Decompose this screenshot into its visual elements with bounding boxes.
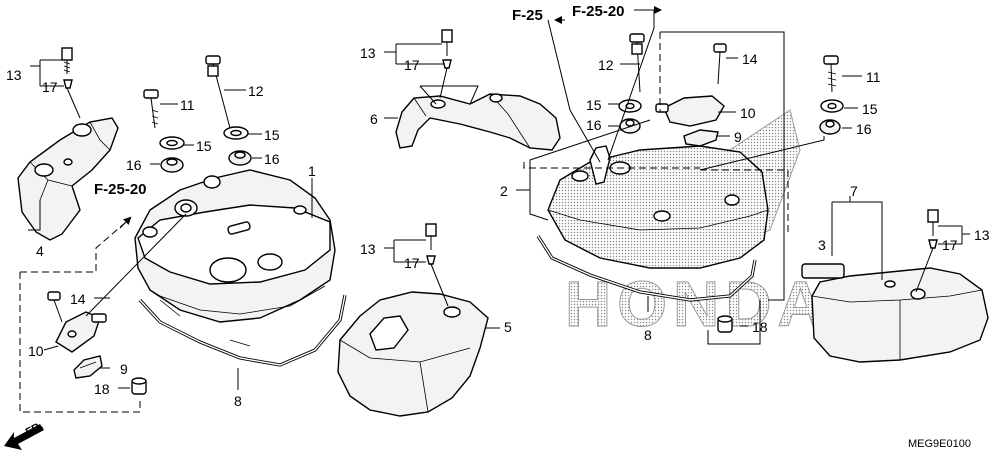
part-labels: 13 17 4 11 12 15 15 16 16 1 14 10 9 18 8…: [6, 45, 990, 409]
label-1: 1: [308, 163, 316, 179]
seal-9-right: [683, 129, 719, 147]
bolt-12-left: [205, 55, 231, 129]
part-7-right-cover: [811, 267, 989, 363]
rubber-3: [801, 263, 845, 279]
part-1-cylinder-head-cover: [134, 169, 336, 323]
leader-lines: [19, 6, 970, 413]
seal-9-left: [73, 355, 103, 379]
bolt-13-right: [915, 209, 939, 293]
label-9: 9: [734, 129, 742, 145]
label-9: 9: [120, 361, 128, 377]
label-7: 7: [850, 183, 858, 199]
label-11: 11: [180, 97, 195, 113]
label-14: 14: [70, 291, 86, 307]
dowel-18-right: [717, 315, 733, 333]
washer-15-right-center: [618, 99, 642, 113]
bolt-12-right: [629, 33, 645, 93]
label-3: 3: [818, 237, 826, 253]
label-16: 16: [586, 117, 602, 133]
part-8-right-gasket: [536, 235, 757, 302]
grommet-16-right: [819, 119, 841, 135]
part-5-heat-shield: [337, 291, 489, 417]
front-direction-arrow: FR.: [4, 420, 45, 450]
bolt-13-upper-left: [61, 47, 81, 119]
label-8: 8: [234, 393, 242, 409]
part-2-cylinder-head-cover: [547, 145, 769, 269]
bolt-14-right: [713, 43, 727, 85]
label-10: 10: [28, 343, 44, 359]
ref-f-25-20-left: F-25-20: [94, 181, 147, 198]
label-13: 13: [974, 227, 990, 243]
label-16: 16: [264, 151, 280, 167]
bolt-11-left: [143, 89, 159, 129]
ref-f-25-20-top: F-25-20: [572, 3, 625, 20]
label-8: 8: [644, 327, 652, 343]
washer-15-right: [820, 99, 844, 113]
ref-f-25: F-25: [512, 7, 543, 24]
label-18: 18: [752, 319, 768, 335]
label-14: 14: [742, 51, 758, 67]
label-15: 15: [196, 138, 212, 154]
grommet-16-right-center: [619, 118, 641, 134]
label-17: 17: [404, 57, 420, 73]
label-13: 13: [6, 67, 22, 83]
reference-labels: F-25 F-25-20 F-25-20: [94, 3, 625, 198]
label-13: 13: [360, 45, 376, 61]
label-13: 13: [360, 241, 376, 257]
part-6-heat-shield: [395, 93, 561, 151]
label-11: 11: [866, 69, 881, 85]
label-15: 15: [264, 127, 280, 143]
label-5: 5: [504, 319, 512, 335]
breather-joint-10-right: [655, 95, 725, 127]
grommet-16-left: [160, 150, 252, 173]
part-8-left-gasket: [138, 294, 347, 367]
bolt-13-upper-center: [439, 29, 453, 99]
label-17: 17: [42, 79, 58, 95]
label-15: 15: [862, 101, 878, 117]
washer-15-left: [159, 126, 249, 150]
label-12: 12: [248, 83, 264, 99]
label-10: 10: [740, 105, 756, 121]
label-17: 17: [942, 237, 958, 253]
bolt-11-right: [823, 55, 839, 93]
label-16: 16: [856, 121, 872, 137]
front-direction-text: FR.: [24, 420, 45, 439]
label-17: 17: [404, 255, 420, 271]
breather-joint-10-left: [55, 311, 107, 353]
label-15: 15: [586, 97, 602, 113]
bolt-14-left: [47, 291, 63, 323]
diagram-code: MEG9E0100: [908, 438, 971, 450]
label-4: 4: [36, 243, 44, 259]
label-12: 12: [598, 57, 614, 73]
dowel-18-left: [131, 377, 147, 395]
part-4-left-cover: [17, 117, 119, 241]
label-18: 18: [94, 381, 110, 397]
label-16: 16: [126, 157, 142, 173]
label-2: 2: [500, 183, 508, 199]
bolt-13-mid-center: [425, 223, 449, 307]
label-6: 6: [370, 111, 378, 127]
